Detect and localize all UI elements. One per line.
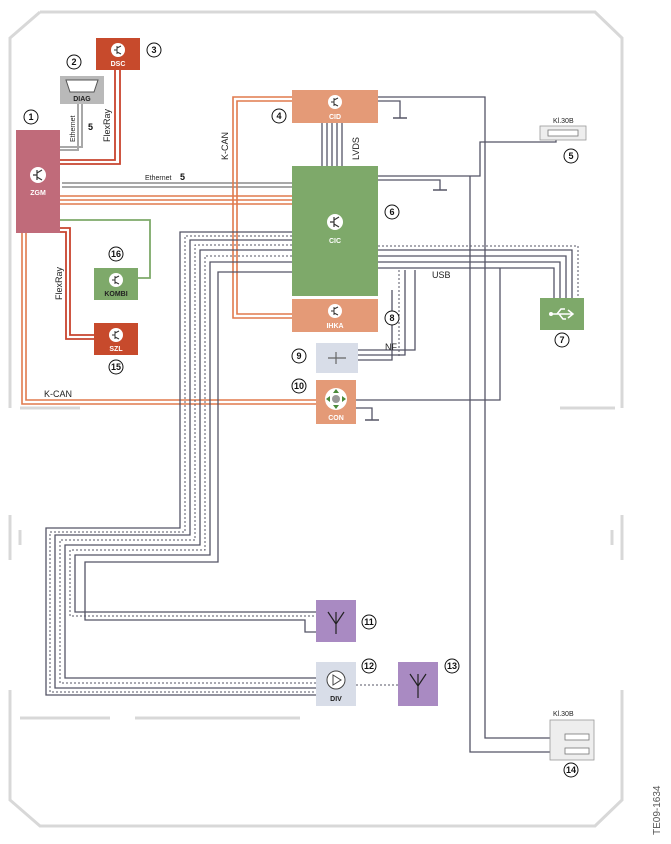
usb-label: USB <box>432 270 451 280</box>
kl30b-bottom-label: Kl.30B <box>553 711 574 718</box>
kl30b-top-fuse: Kl.30B <box>539 118 587 141</box>
svg-text:8: 8 <box>389 313 394 323</box>
con-box: CON <box>316 380 356 424</box>
cic-number: 6 <box>384 204 400 220</box>
dsc-box: DSC <box>96 38 140 70</box>
diag-label: DIAG <box>73 96 91 103</box>
ethernet-small-num: 5 <box>88 122 93 132</box>
diag-number: 2 <box>66 54 82 70</box>
antenna1-number: 11 <box>361 614 377 630</box>
antenna1-box <box>316 600 356 642</box>
svg-text:11: 11 <box>364 617 374 627</box>
kombi-link <box>60 219 151 279</box>
flexray-lines <box>60 68 121 340</box>
cid-box: CID <box>292 90 378 123</box>
svg-text:4: 4 <box>276 111 281 121</box>
usb-box <box>540 298 584 330</box>
kombi-number: 16 <box>108 246 124 262</box>
div-label: DIV <box>330 696 342 703</box>
svg-text:9: 9 <box>296 351 301 361</box>
kombi-box: KOMBI <box>94 268 138 300</box>
diag-box: DIAG <box>60 76 104 104</box>
nf-number: 9 <box>291 348 307 364</box>
antenna2-number: 13 <box>444 658 460 674</box>
ethernet-main-num: 5 <box>180 172 185 182</box>
zgm-label: ZGM <box>30 190 46 197</box>
svg-text:15: 15 <box>111 362 121 372</box>
svg-text:10: 10 <box>294 381 304 391</box>
flexray-top-label: FlexRay <box>102 108 112 142</box>
usb-number: 7 <box>554 332 570 348</box>
svg-text:7: 7 <box>559 335 564 345</box>
svg-text:6: 6 <box>389 207 394 217</box>
con-label: CON <box>328 415 344 422</box>
ethernet-lines <box>60 104 292 188</box>
div-box: DIV <box>316 662 356 706</box>
kcan-bottom-label: K-CAN <box>44 389 72 399</box>
szl-number: 15 <box>108 359 124 375</box>
ethernet-main-label: Ethernet <box>145 175 172 182</box>
vehicle-outline <box>8 10 624 828</box>
svg-text:2: 2 <box>71 57 76 67</box>
svg-text:14: 14 <box>566 765 576 775</box>
ihka-number: 8 <box>384 310 400 326</box>
dsc-number: 3 <box>146 42 162 58</box>
ihka-box: IHKA <box>292 299 378 332</box>
cid-number: 4 <box>271 108 287 124</box>
cid-label: CID <box>329 114 341 121</box>
zgm-number: 1 <box>23 109 39 125</box>
kombi-label: KOMBI <box>104 291 127 298</box>
lvds-label: LVDS <box>351 137 361 160</box>
svg-text:13: 13 <box>447 661 457 671</box>
kl30b-bottom-fuse: Kl.30B <box>549 711 595 761</box>
div-number: 12 <box>361 658 377 674</box>
ihka-label: IHKA <box>326 323 343 330</box>
kcan-top-label: K-CAN <box>220 132 230 160</box>
antenna2-box <box>398 662 438 706</box>
kl30b-top-number: 5 <box>563 148 579 164</box>
figure-id: TE09-1634 <box>652 785 663 835</box>
flexray-left-label: FlexRay <box>54 266 64 300</box>
szl-label: SZL <box>109 346 123 353</box>
ethernet-small-label: Ethernet <box>70 115 77 142</box>
svg-text:5: 5 <box>568 151 573 161</box>
nf-label: NF <box>385 342 397 352</box>
szl-box: SZL <box>94 323 138 355</box>
con-number: 10 <box>291 378 307 394</box>
zgm-box: ZGM <box>16 130 60 233</box>
cic-label: CIC <box>329 238 341 245</box>
kl30b-bottom-number: 14 <box>563 762 579 778</box>
svg-text:1: 1 <box>28 112 33 122</box>
cic-box: CIC <box>292 166 378 296</box>
dsc-label: DSC <box>111 61 126 68</box>
ground-symbols <box>365 117 447 421</box>
nf-box <box>316 343 358 373</box>
svg-text:3: 3 <box>151 45 156 55</box>
svg-text:16: 16 <box>111 249 121 259</box>
shield-lines <box>49 235 579 693</box>
kl30b-top-label: Kl.30B <box>553 118 574 125</box>
svg-text:12: 12 <box>364 661 374 671</box>
